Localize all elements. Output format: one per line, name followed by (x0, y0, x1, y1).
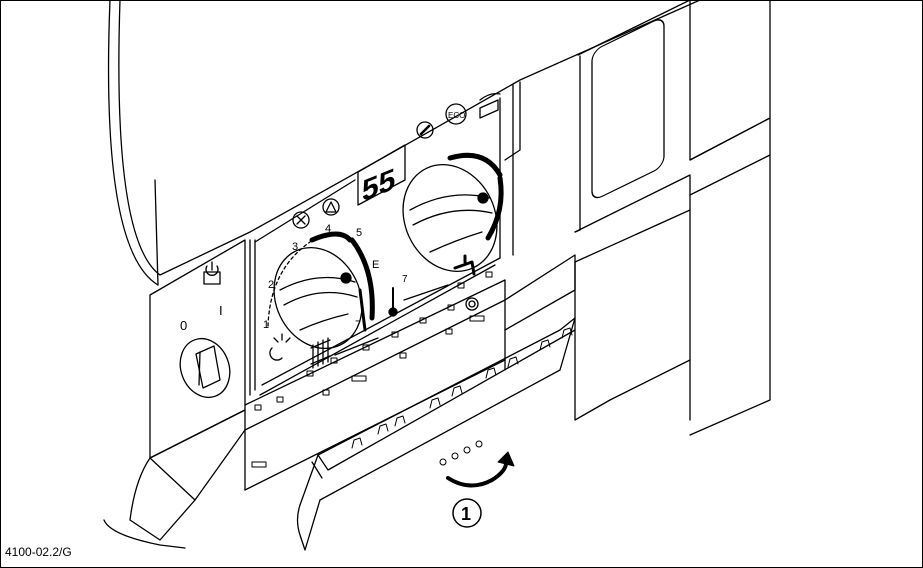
hot-water-scale (447, 152, 504, 241)
reset-knob-icon (465, 297, 479, 311)
hot-water-base-line (403, 284, 449, 301)
figure-reference-code: 4100-02.2/G (5, 545, 72, 559)
thermometer-icon (388, 287, 398, 317)
heating-scale-label: 7 (355, 319, 361, 331)
flip-arrow (446, 451, 515, 488)
heating-scale-label: 2 (268, 279, 274, 291)
tap-icon (453, 254, 476, 276)
cover-flap-clips (351, 327, 573, 449)
heating-scale (267, 231, 375, 332)
eco-icon: ECO (445, 103, 467, 125)
control-panel (244, 97, 771, 491)
heating-scale-label: 1 (263, 319, 269, 331)
fan-icon (292, 211, 310, 229)
cover-flap-dots (439, 440, 483, 466)
warning-triangle-icon (322, 198, 340, 216)
hot-water-scale-label: 7 (402, 274, 408, 285)
cover-flap[interactable] (296, 317, 576, 551)
callout-1: 1 (452, 498, 482, 528)
heating-base-line (334, 337, 379, 356)
heating-scale-label: E (372, 259, 379, 271)
burner-icon (479, 92, 501, 119)
heating-scale-label: 4 (325, 223, 331, 235)
switch-labels: 0 I (180, 303, 223, 333)
standby-icon (203, 261, 221, 285)
switch-on-label: I (219, 303, 223, 318)
radiator-icon (310, 337, 331, 369)
eco-label: ECO (448, 111, 465, 120)
housing-outline (107, 0, 771, 286)
main-switch[interactable] (172, 332, 238, 405)
heating-scale-labels: 1 2 3 4 5 E 7 (263, 223, 379, 331)
heating-scale-label: 3 (292, 241, 298, 253)
display-readout: 55 (362, 161, 395, 208)
switch-block (103, 239, 246, 549)
heating-dial[interactable] (258, 233, 378, 363)
heating-scale-label: 5 (356, 227, 362, 239)
wrench-icon (416, 121, 434, 139)
panel-slots (251, 271, 493, 468)
switch-off-label: 0 (180, 318, 187, 333)
sun-moon-icon (269, 333, 291, 361)
callout-number: 1 (461, 504, 471, 524)
digital-display: 55 (357, 144, 406, 208)
